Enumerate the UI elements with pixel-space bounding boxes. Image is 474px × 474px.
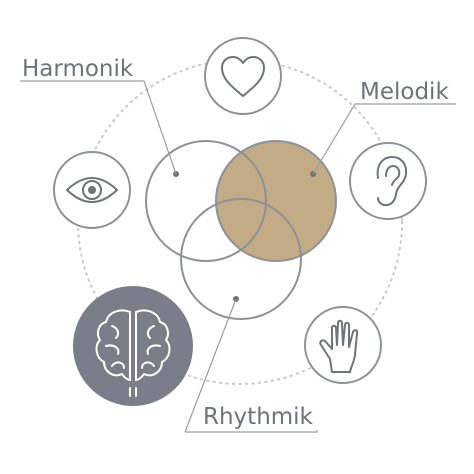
melodik-leader xyxy=(312,103,456,175)
leader-lines xyxy=(20,80,456,433)
hand-icon xyxy=(304,306,382,384)
harmonik-label: Harmonik xyxy=(22,56,134,82)
melodik-circle xyxy=(215,140,337,262)
heart-icon xyxy=(204,37,282,115)
ear-icon xyxy=(349,142,427,220)
harmonik-leader xyxy=(20,80,177,175)
harmonik-circle xyxy=(145,140,267,262)
eye-icon xyxy=(53,151,131,229)
rhythmik-circle xyxy=(180,198,302,320)
venn-diagram xyxy=(145,140,337,320)
rhythmik-leader-diagonal xyxy=(184,298,237,433)
brain-icon xyxy=(73,286,193,406)
rhythmik-leader xyxy=(185,430,318,433)
melodik-label: Melodik xyxy=(360,79,449,105)
rhythmik-label: Rhythmik xyxy=(203,404,314,430)
